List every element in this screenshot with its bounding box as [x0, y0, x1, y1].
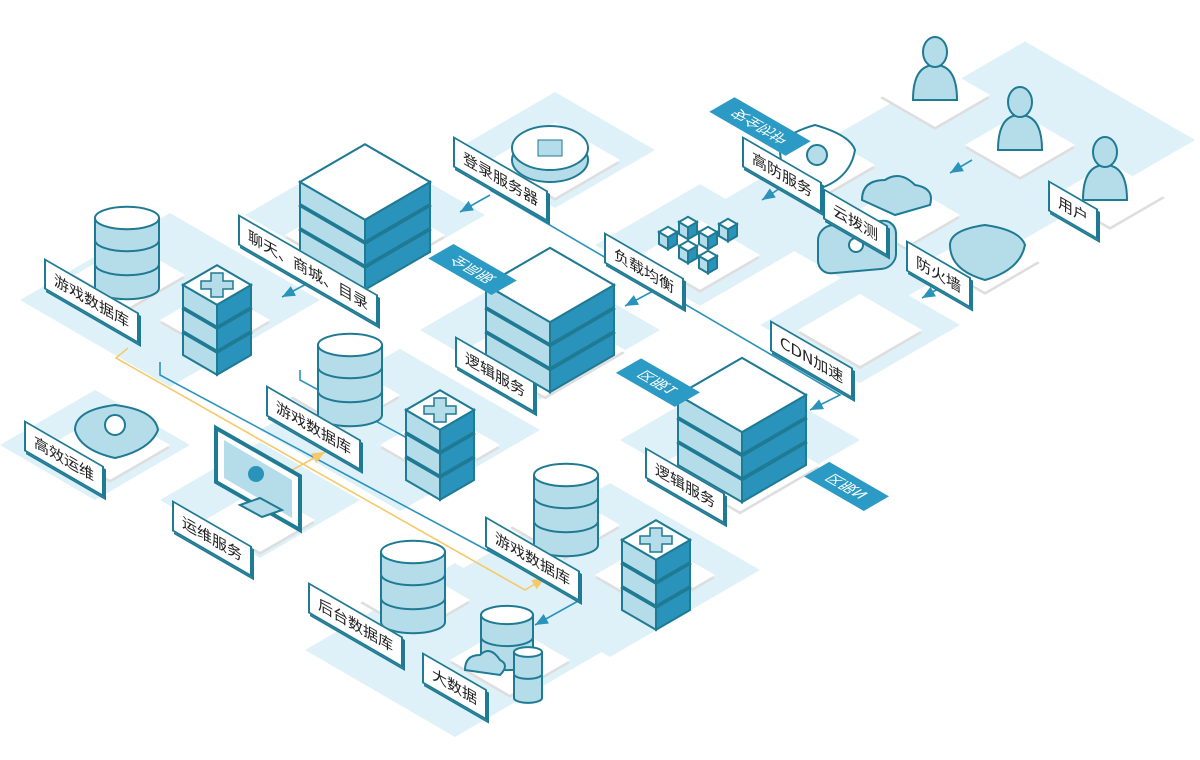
- arrow-users-to-security-head: [950, 161, 964, 173]
- login-chip-icon: [537, 139, 563, 157]
- gamedb1-db-icon: [94, 205, 160, 231]
- user-1-user-icon: [922, 36, 948, 68]
- bigdata-small-db-icon: [513, 646, 543, 658]
- bigdata-small-db-layer: [513, 651, 543, 680]
- monitor-stand: [237, 496, 285, 519]
- logicN-server-icon-top: [676, 356, 808, 434]
- gamedb1-recovery-cross-icon: [200, 272, 234, 298]
- arrow-ops-to-gamedb3-head: [531, 578, 545, 590]
- user-1-body: [911, 63, 959, 101]
- cloud-icon: [860, 175, 932, 217]
- gamedb3-db-icon: [533, 462, 599, 488]
- arrow-gamedb-to-bigdata: [159, 362, 582, 626]
- bigdata-cloud-icon: [463, 650, 506, 677]
- arrow-lb-to-logic1-head: [625, 295, 639, 306]
- arrow-gamedb-to-bigdata-head: [535, 613, 549, 625]
- arrow-login-to-logicN-head: [810, 399, 824, 410]
- gamedb2-db-icon: [317, 332, 383, 358]
- gamedb3-recovery-cross-icon: [639, 527, 673, 553]
- arrow-defense-head: [762, 188, 776, 200]
- gear-icon: [806, 144, 828, 166]
- gear-icon: [248, 466, 264, 482]
- bigdata-large-db-icon: [480, 604, 534, 626]
- arrow-chat-to-gamedb-head: [282, 286, 296, 297]
- bigdata-small-db-layer: [513, 675, 543, 704]
- arrow-ops-to-gamedb2-head: [311, 452, 325, 463]
- load-balance-cube-2-top: [697, 225, 719, 239]
- chat-server-icon-top: [298, 143, 432, 221]
- gamedb2-recovery-cross-icon: [423, 397, 457, 423]
- firewall-shield-icon: [948, 223, 1027, 282]
- load-balance-cube-3-top: [677, 239, 699, 253]
- load-balance-cube-4-top: [697, 249, 719, 263]
- load-balance-cube-0-top: [657, 225, 679, 239]
- platform-9-pad: [798, 294, 922, 366]
- load-balance-cube-5-top: [717, 217, 739, 231]
- backend-db-db-icon: [380, 539, 446, 565]
- user-2-user-icon: [1007, 86, 1033, 118]
- arrow-firewall-to-cdn-head: [922, 286, 936, 298]
- arrow-login-to-chat-head: [460, 200, 474, 212]
- logic1-server-icon-top: [484, 246, 616, 324]
- load-balance-cube-1-top: [677, 215, 699, 229]
- clock-icon: [104, 414, 126, 436]
- user-3-user-icon: [1092, 136, 1118, 168]
- arrow-ops: [299, 370, 421, 446]
